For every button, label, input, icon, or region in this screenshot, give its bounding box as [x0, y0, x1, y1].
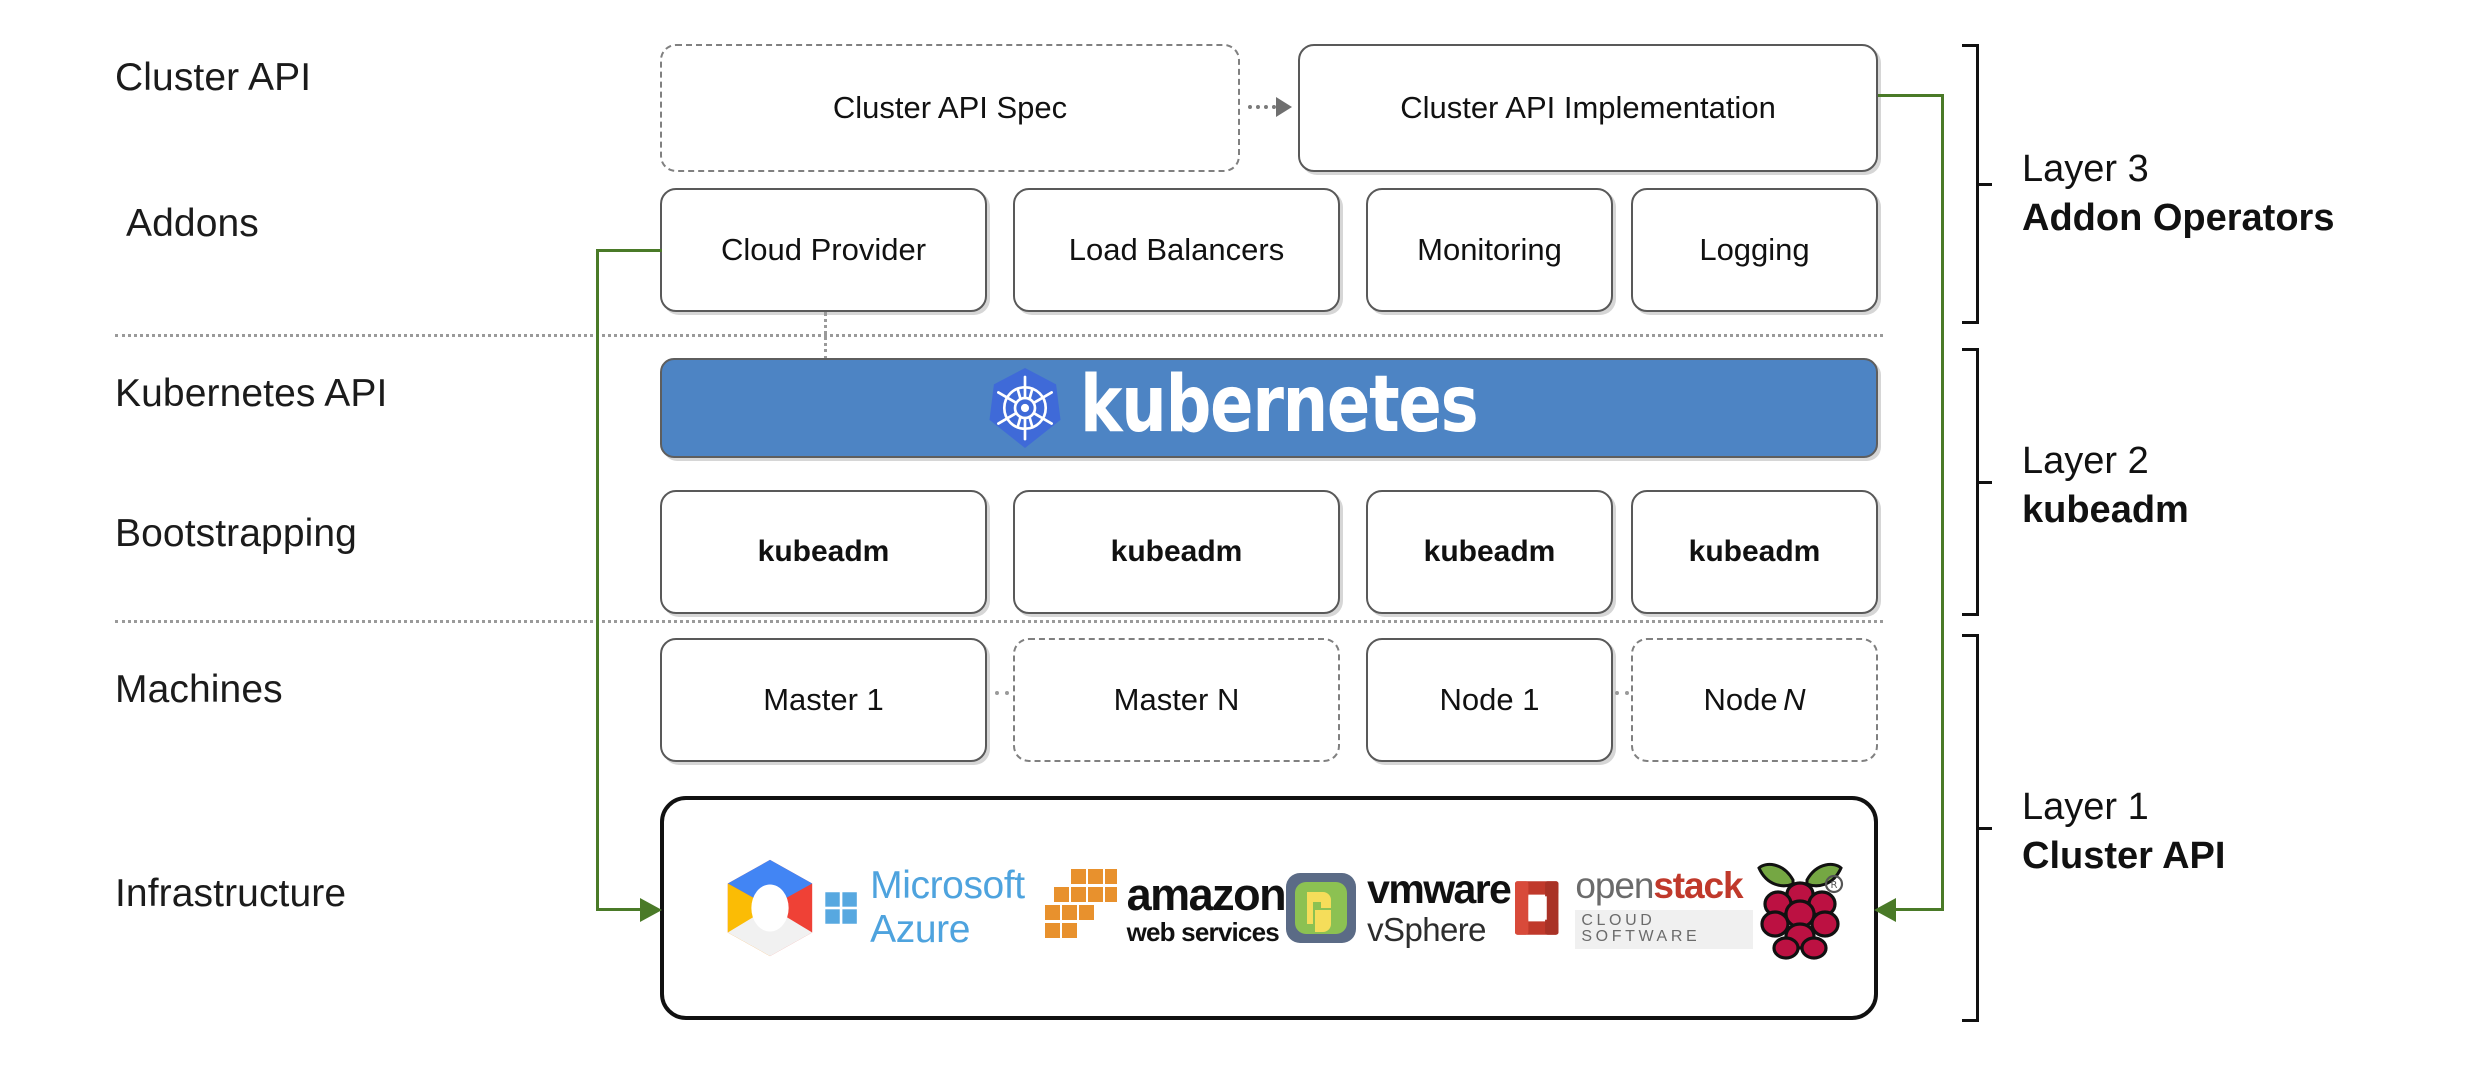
- microsoft-azure-wordmark: Microsoft Azure: [870, 864, 1025, 951]
- infrastructure-providers-box[interactable]: Microsoft Azure amazon web services: [660, 796, 1878, 1020]
- aws-boxes-icon: [1044, 869, 1117, 938]
- node-label: Load Balancers: [1068, 232, 1285, 268]
- node-node-n[interactable]: Node N: [1631, 638, 1878, 762]
- raspberry-pi-logo[interactable]: R: [1753, 856, 1847, 960]
- node-addon-monitoring[interactable]: Monitoring: [1366, 188, 1613, 312]
- bracket-pointer: [1976, 480, 1992, 484]
- connector-cloud-provider-to-kubernetes: [824, 312, 827, 360]
- vmware-wordmark: vmware: [1367, 866, 1512, 913]
- green-right-bottom-segment: [1896, 908, 1944, 911]
- node-addon-load-balancers[interactable]: Load Balancers: [1013, 188, 1340, 312]
- openstack-subtitle: CLOUD SOFTWARE: [1575, 909, 1754, 950]
- layer-name: kubeadm: [2022, 488, 2189, 531]
- bracket-bottom-arm: [1962, 321, 1979, 324]
- node-master-1[interactable]: Master 1: [660, 638, 987, 762]
- node-label: Logging: [1699, 232, 1810, 268]
- green-left-top-segment: [596, 249, 662, 252]
- layer-caption-3: Layer 3 Addon Operators: [2022, 145, 2334, 242]
- bracket-layer-1: [1962, 634, 1992, 1022]
- node-kubeadm-2[interactable]: kubeadm: [1013, 490, 1340, 614]
- layer-caption-2: Layer 2 kubeadm: [2022, 437, 2189, 534]
- layer-name: Cluster API: [2022, 834, 2226, 877]
- layer-number: Layer 2: [2022, 440, 2149, 482]
- node-label: Node: [1703, 682, 1778, 718]
- microsoft-window-icon: [825, 892, 857, 924]
- node-label: kubeadm: [1688, 535, 1821, 568]
- row-label-addons: Addons: [126, 202, 259, 245]
- node-label: kubeadm: [1423, 535, 1556, 568]
- green-left-bottom-segment: [596, 908, 644, 911]
- node-label: Master N: [1113, 682, 1240, 718]
- node-addon-logging[interactable]: Logging: [1631, 188, 1878, 312]
- amazon-wordmark: amazon: [1126, 869, 1287, 920]
- openstack-cube-icon: [1515, 881, 1559, 935]
- kubernetes-helm-wheel-icon: [989, 368, 1061, 448]
- row-label-kubernetes-api: Kubernetes API: [115, 372, 388, 415]
- node-label-suffix: N: [1783, 682, 1806, 718]
- bracket-top-arm: [1962, 44, 1979, 47]
- aws-subtitle: web services: [1126, 917, 1280, 947]
- bracket-top-arm: [1962, 348, 1979, 351]
- node-addon-cloud-provider[interactable]: Cloud Provider: [660, 188, 987, 312]
- row-label-bootstrapping: Bootstrapping: [115, 512, 357, 555]
- node-kubeadm-3[interactable]: kubeadm: [1366, 490, 1613, 614]
- row-separator-bottom: [115, 620, 1883, 623]
- node-label: kubeadm: [1110, 535, 1243, 568]
- openstack-wordmark: openstack: [1575, 864, 1743, 906]
- google-cloud-platform-logo[interactable]: [716, 856, 824, 960]
- layer-name: Addon Operators: [2022, 196, 2335, 239]
- dot-line: [995, 691, 1009, 695]
- node-master-n[interactable]: Master N: [1013, 638, 1340, 762]
- node-label: Cluster API Spec: [832, 90, 1068, 126]
- node-node-1[interactable]: Node 1: [1366, 638, 1613, 762]
- dot-line: [1615, 691, 1629, 695]
- bracket-bottom-arm: [1962, 1019, 1979, 1022]
- ellipsis-master-1-to-n: [995, 691, 1009, 695]
- bracket-pointer: [1976, 182, 1992, 186]
- green-right-vertical: [1941, 94, 1944, 910]
- vmware-tile-icon: [1286, 873, 1357, 943]
- arrow-head-icon: [1276, 97, 1292, 117]
- amazon-web-services-logo[interactable]: amazon web services: [1043, 867, 1287, 949]
- green-right-top-segment: [1878, 94, 1944, 97]
- microsoft-azure-logo[interactable]: Microsoft Azure: [824, 864, 1043, 952]
- node-kubeadm-4[interactable]: kubeadm: [1631, 490, 1878, 614]
- green-left-arrowhead-icon: [640, 898, 662, 922]
- layer-number: Layer 1: [2022, 786, 2149, 828]
- node-kubeadm-1[interactable]: kubeadm: [660, 490, 987, 614]
- node-label: Cluster API Implementation: [1400, 90, 1776, 126]
- node-cluster-api-spec[interactable]: Cluster API Spec: [660, 44, 1240, 172]
- node-cluster-api-implementation[interactable]: Cluster API Implementation: [1298, 44, 1878, 172]
- arrow-line: [1248, 105, 1276, 109]
- row-label-machines: Machines: [115, 668, 283, 711]
- bracket-pointer: [1976, 826, 1992, 830]
- layer-caption-1: Layer 1 Cluster API: [2022, 783, 2225, 880]
- bracket-layer-3: [1962, 44, 1992, 324]
- node-label: Monitoring: [1417, 232, 1562, 268]
- node-label: Cloud Provider: [720, 232, 927, 268]
- ellipsis-node-1-to-n: [1615, 691, 1629, 695]
- green-left-vertical: [596, 249, 599, 910]
- arrow-spec-to-implementation: [1248, 97, 1292, 117]
- row-separator-top: [115, 334, 1883, 337]
- kubernetes-banner[interactable]: kubernetes: [660, 358, 1878, 458]
- vsphere-subtitle: vSphere: [1367, 911, 1486, 949]
- bracket-top-arm: [1962, 634, 1979, 637]
- openstack-logo[interactable]: openstack CLOUD SOFTWARE: [1510, 864, 1754, 950]
- layer-number: Layer 3: [2022, 148, 2149, 190]
- row-label-cluster-api: Cluster API: [115, 56, 312, 99]
- node-label: Node 1: [1439, 682, 1540, 718]
- vmware-vsphere-logo[interactable]: vmware vSphere: [1285, 866, 1512, 949]
- row-label-infrastructure: Infrastructure: [115, 872, 347, 915]
- bracket-bottom-arm: [1962, 613, 1979, 616]
- bracket-layer-2: [1962, 348, 1992, 616]
- green-right-arrowhead-icon: [1874, 898, 1896, 922]
- svg-text:R: R: [1831, 880, 1838, 891]
- node-label: kubeadm: [757, 535, 890, 568]
- kubernetes-wordmark: kubernetes: [1080, 366, 1479, 450]
- node-label: Master 1: [763, 682, 884, 718]
